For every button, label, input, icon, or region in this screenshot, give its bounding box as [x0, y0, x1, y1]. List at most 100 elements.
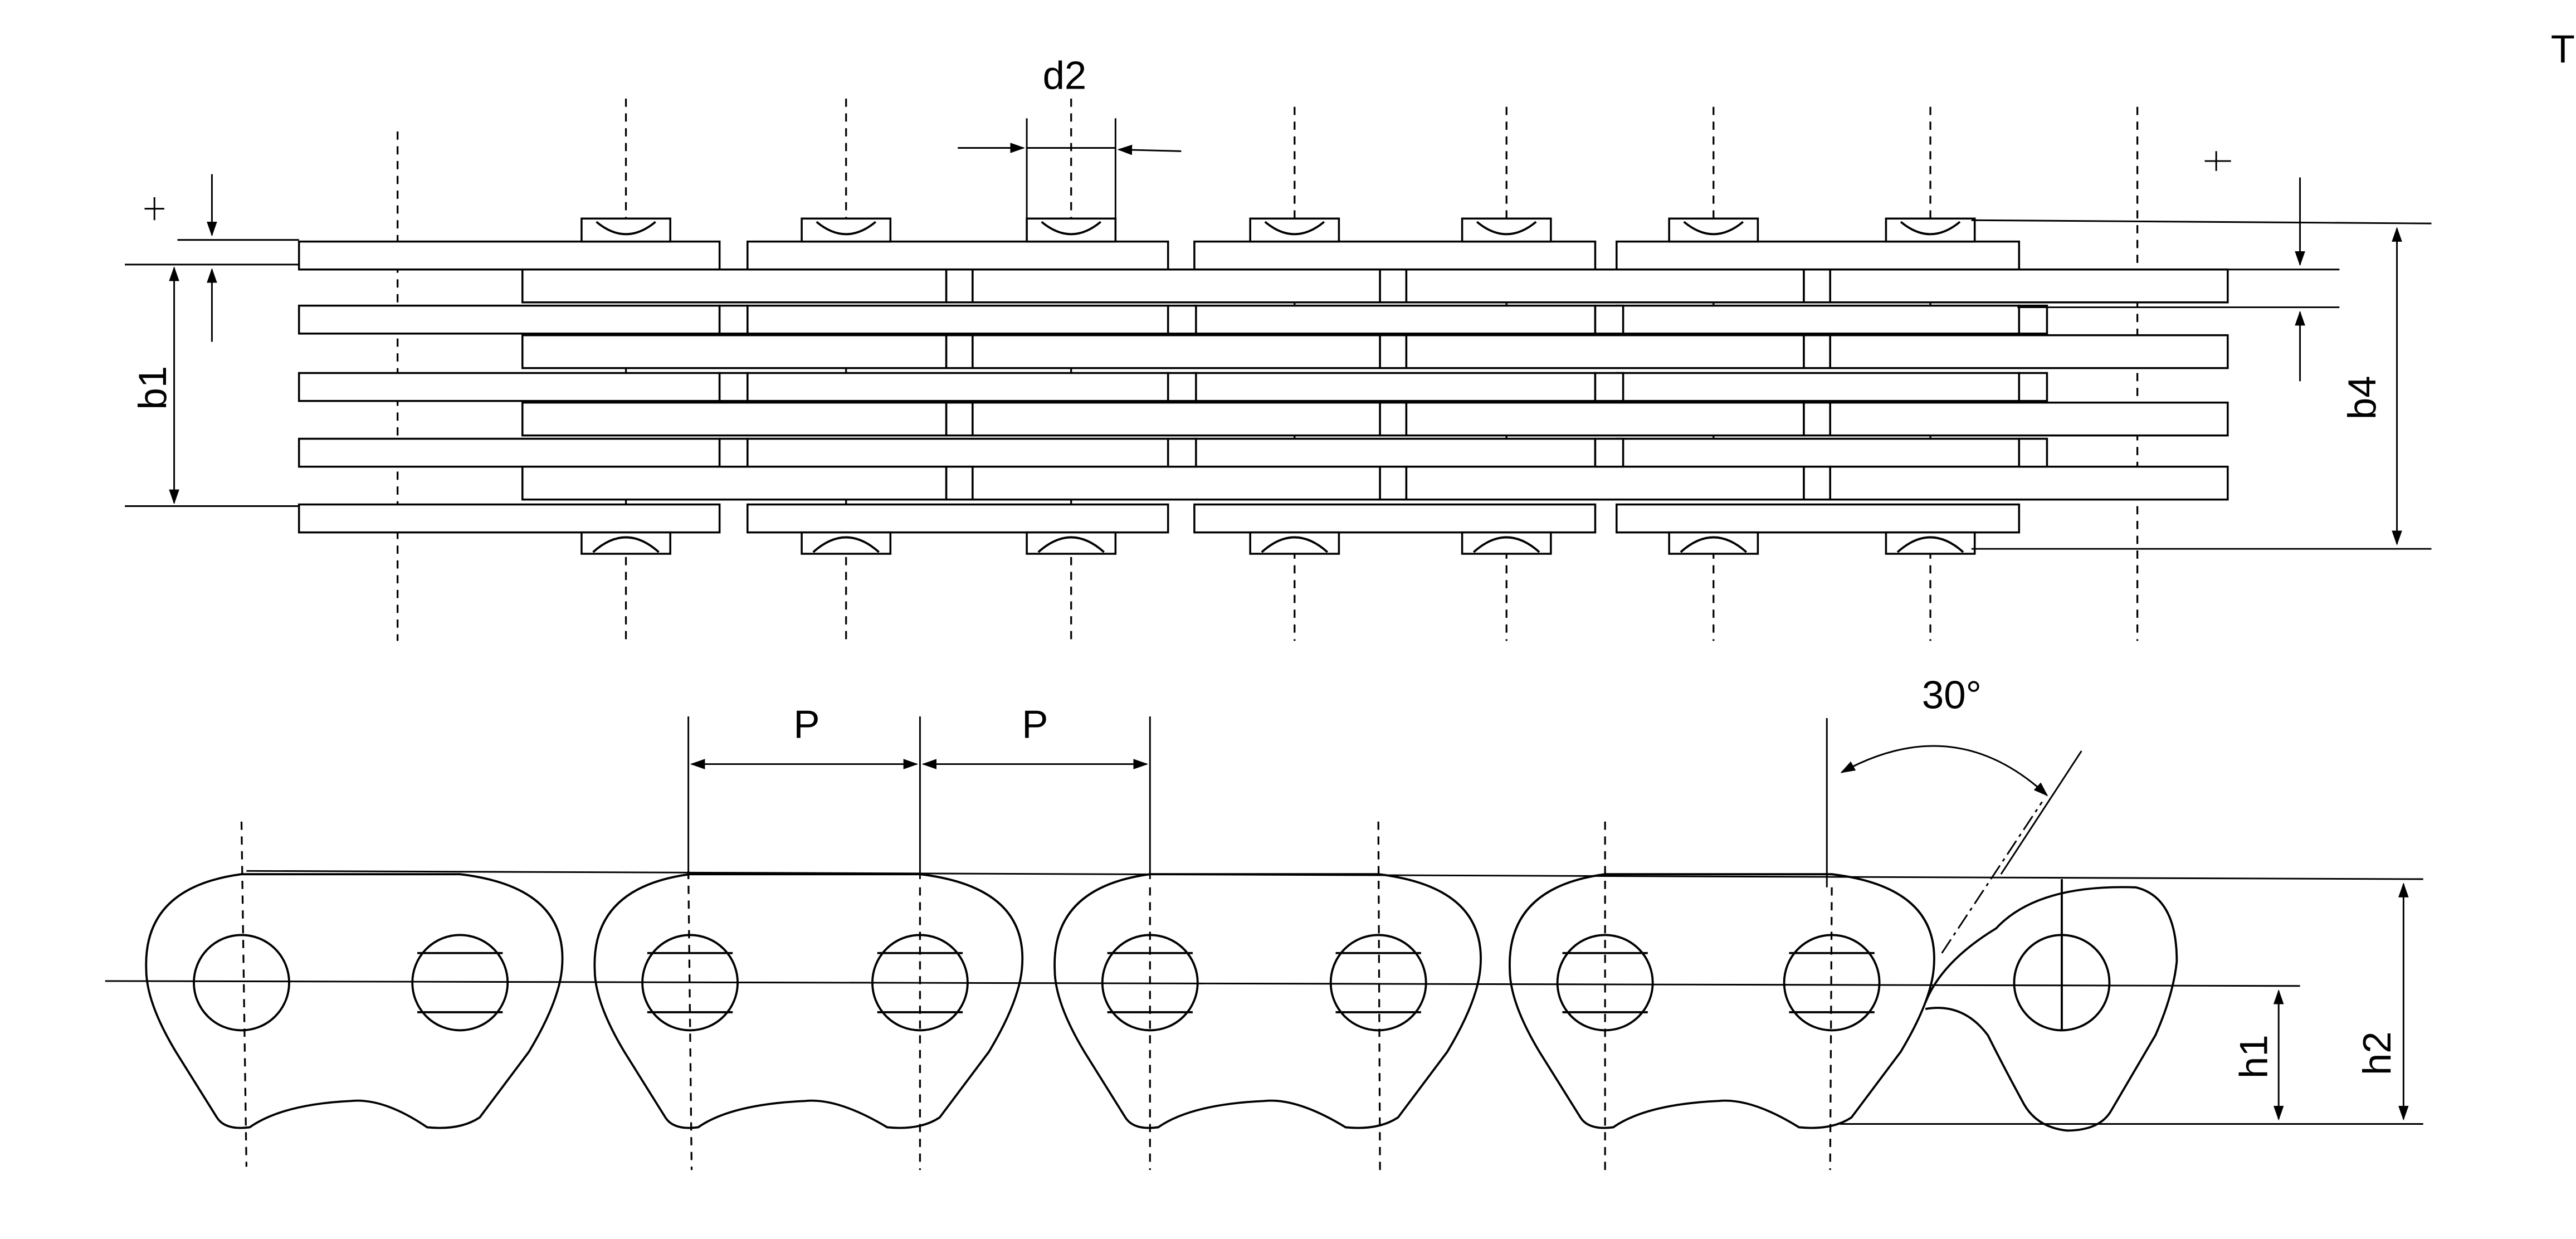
pin-hole [641, 934, 739, 1032]
pin-head-top [1249, 217, 1340, 243]
bush-spacer [1594, 304, 1624, 335]
bush-spacer [1803, 268, 1831, 304]
pin-head-bottom [1249, 531, 1340, 555]
bush-spacer [1379, 401, 1408, 437]
b4-label: b4 [2340, 375, 2384, 419]
pin-head-bottom [1461, 531, 1552, 555]
offset-link-plate [1405, 334, 1805, 369]
pitch-label-1: P [793, 702, 819, 746]
angle-label: 30° [1922, 672, 1982, 716]
bush-spacer [1167, 372, 1197, 402]
offset-link-plate [521, 401, 948, 437]
bush-spacer [2018, 304, 2048, 335]
inner-link-plate [747, 437, 1169, 468]
end-plate [1924, 801, 2178, 1132]
offset-link-plate [1829, 268, 2229, 304]
inner-link-plate [1193, 304, 1597, 335]
pin-head-bottom [1026, 531, 1117, 555]
bush-spacer [718, 372, 749, 402]
outer-link-plate [1193, 240, 1597, 271]
top-view-pin-heads [580, 217, 1976, 555]
offset-link-plate [1405, 268, 1805, 304]
outer-link-plate [297, 503, 721, 534]
bush-spacer [945, 401, 974, 437]
bush-spacer [945, 465, 974, 501]
bush-spacer [2018, 437, 2048, 468]
bush-spacer [718, 304, 749, 335]
offset-link-plate [521, 334, 948, 369]
h1-label: h1 [2232, 1035, 2276, 1079]
inner-link-plate [1616, 304, 2021, 335]
pitch-dimension: P P [687, 702, 1151, 880]
pin-head-top [801, 217, 892, 243]
bush-spacer [945, 334, 974, 369]
top-view: b1 d2 b4 [125, 27, 2575, 641]
bush-spacer [945, 268, 974, 304]
outer-link-plate [1616, 503, 2021, 534]
side-plates [145, 873, 1935, 1129]
bush-spacer [1167, 437, 1197, 468]
pin-head-bottom [1668, 531, 1759, 555]
outer-link-plate [297, 240, 721, 271]
bush-spacer [2018, 372, 2048, 402]
bush-spacer [1594, 437, 1624, 468]
d2-label: d2 [1043, 53, 1087, 97]
inner-link-plate [1193, 437, 1597, 468]
t-label: T [2551, 27, 2575, 71]
offset-link-plate [521, 465, 948, 501]
bush-spacer [1167, 304, 1197, 335]
side-view: P P 30° h1 h2 [105, 672, 2423, 1170]
offset-link-plate [972, 401, 1381, 437]
pin-head-top [1461, 217, 1552, 243]
inner-link-plate [297, 304, 721, 335]
bush-spacer [1803, 465, 1831, 501]
inner-link-plate [297, 437, 721, 468]
inner-link-plate [747, 304, 1169, 335]
offset-link-plate [1405, 401, 1805, 437]
offset-link-plate [1829, 334, 2229, 369]
t-dimension: T [2017, 27, 2575, 382]
pin-hole [1329, 934, 1427, 1032]
inner-link-plate [297, 372, 721, 402]
pitch-label-2: P [1022, 702, 1048, 746]
bush-spacer [1379, 268, 1408, 304]
b1-dimension: b1 [125, 264, 299, 507]
offset-link-plate [972, 334, 1381, 369]
outer-link-plate [1193, 503, 1597, 534]
inner-link-plate [1193, 372, 1597, 402]
outer-link-plate [747, 503, 1169, 534]
pin-head-top [580, 217, 671, 243]
side-view-centerlines [240, 821, 1833, 1170]
h-dimensions: h1 h2 [1840, 882, 2423, 1125]
outer-link-plate [747, 240, 1169, 271]
pin-head-bottom [580, 531, 671, 555]
top-view-centerlines [397, 98, 2139, 641]
side-link-plate [145, 873, 564, 1129]
pin-head-top [1885, 217, 1976, 243]
b1-label: b1 [130, 366, 174, 410]
inner-link-plate [1616, 437, 2021, 468]
pin-hole [193, 934, 290, 1032]
offset-link-plate [1829, 465, 2229, 501]
offset-link-plate [972, 465, 1381, 501]
inner-link-plate [747, 372, 1169, 402]
bush-spacer [1803, 401, 1831, 437]
top-view-plates [297, 240, 2229, 534]
b4-dimension: b4 [1971, 219, 2432, 550]
bush-spacer [718, 437, 749, 468]
bush-spacer [1803, 334, 1831, 369]
bush-spacer [1594, 372, 1624, 402]
bush-spacer [1379, 465, 1408, 501]
angle-dimension: 30° [1826, 672, 2082, 887]
d2-dimension: d2 [958, 53, 1182, 221]
h2-label: h2 [2355, 1031, 2399, 1075]
pin-hole [411, 934, 509, 1032]
side-link-plate [1053, 873, 1482, 1129]
offset-link-plate [1405, 465, 1805, 501]
offset-link-plate [1829, 401, 2229, 437]
side-link-plate [1509, 873, 1935, 1129]
side-link-plate [593, 873, 1024, 1129]
left-thickness-indicator [144, 174, 299, 342]
